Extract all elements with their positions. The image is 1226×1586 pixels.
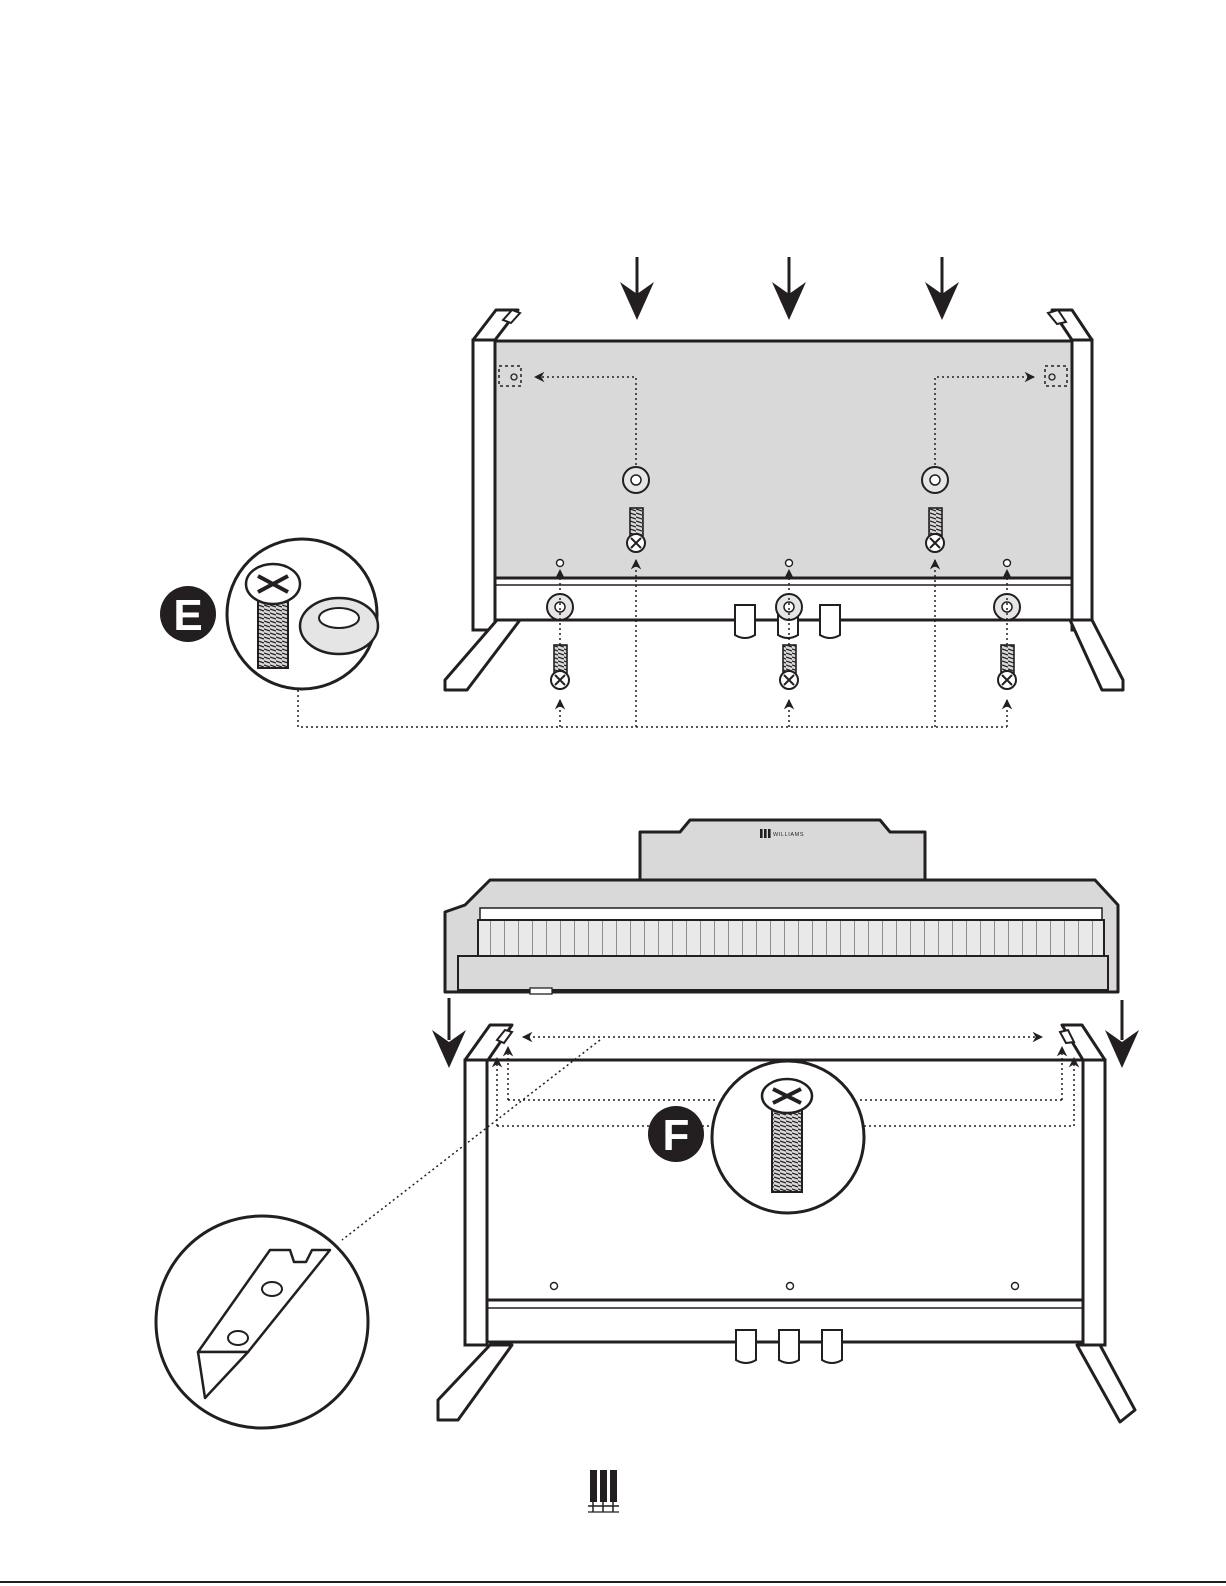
screw-rail-right	[998, 645, 1016, 689]
down-arrow-right-side	[1105, 1000, 1139, 1068]
pedals-bottom	[736, 1330, 842, 1363]
screw-panel-left	[627, 508, 645, 552]
callout-e-label: E	[173, 591, 202, 640]
callout-e: E	[160, 539, 378, 689]
piano-body	[445, 880, 1118, 994]
down-arrow-3	[925, 257, 959, 320]
washer-panel-right	[922, 467, 948, 493]
bracket-detail-callout	[156, 1216, 368, 1428]
back-panel	[495, 341, 1072, 581]
screw-panel-right	[926, 508, 944, 552]
washer-rail-center	[776, 594, 802, 620]
piano-keyboard	[478, 920, 1104, 956]
pedal-rail-bottom	[487, 1300, 1083, 1363]
washer-panel-left	[623, 467, 649, 493]
down-arrow-2	[772, 257, 806, 320]
washer-rail-right	[994, 594, 1020, 620]
screw-rail-left	[551, 645, 569, 689]
callout-f-label: F	[663, 1111, 690, 1160]
down-arrow-left-side	[432, 998, 466, 1068]
upper-assembly-step: E	[160, 257, 1123, 727]
washer-rail-left	[547, 594, 573, 620]
callout-f-badge: F	[648, 1106, 704, 1162]
down-arrow-1	[620, 257, 654, 320]
down-arrows-side	[432, 998, 1139, 1068]
down-arrows-top	[620, 257, 959, 320]
screw-rail-center	[780, 645, 798, 689]
williams-logo-icon	[588, 1470, 619, 1512]
brand-name: WILLIAMS	[773, 832, 804, 838]
lower-assembly-step: WILLIAMS	[156, 820, 1139, 1428]
callout-e-washer	[300, 598, 378, 654]
callout-e-badge: E	[160, 586, 216, 642]
